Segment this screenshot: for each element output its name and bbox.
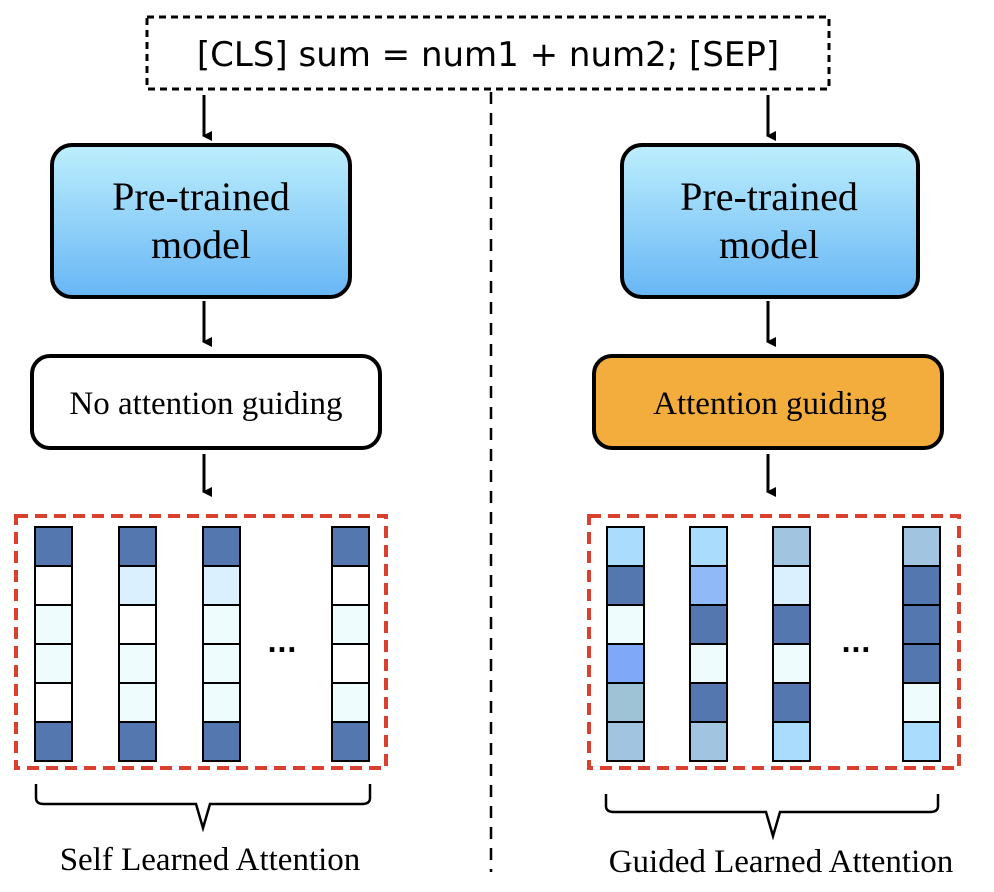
right-attention-cell [902, 643, 941, 684]
left-attention-cell [118, 604, 157, 645]
left-attention-cell [202, 604, 241, 645]
left-model-line2: model [151, 222, 251, 267]
right-attention-cell [772, 643, 811, 684]
left-attention-cells [34, 526, 370, 762]
right-attention-cell [606, 682, 645, 723]
left-step-label: No attention guiding [69, 386, 342, 422]
right-attention-cell [772, 565, 811, 606]
right-model-line1: Pre-trained [680, 174, 858, 219]
left-brace [34, 784, 372, 833]
right-step-label: Attention guiding [653, 386, 887, 422]
left-attention-cell [34, 643, 73, 684]
right-attention-cell [772, 682, 811, 723]
left-attention-cell [331, 721, 370, 762]
right-attention-cell [689, 721, 728, 762]
left-attention-cell [118, 682, 157, 723]
left-attention-cell [331, 565, 370, 606]
left-attention-cell [202, 682, 241, 723]
left-attention-cell [202, 721, 241, 762]
input-sequence-text: [CLS] sum = num1 + num2; [SEP] [197, 35, 779, 75]
left-attention-cell [202, 526, 241, 567]
right-attention-cell [689, 643, 728, 684]
left-attention-cell [118, 565, 157, 606]
left-attention-cell [202, 565, 241, 606]
right-attention-cell [902, 604, 941, 645]
right-attention-cell [902, 565, 941, 606]
left-pretrained-model-box: Pre-trained model [50, 143, 352, 299]
right-attention-cell [606, 526, 645, 567]
right-attention-cell [606, 643, 645, 684]
left-attention-cell [331, 604, 370, 645]
right-attention-cell [902, 682, 941, 723]
right-ellipsis: ... [841, 629, 871, 659]
left-ellipsis: ... [267, 629, 297, 659]
right-attention-cell [606, 721, 645, 762]
left-caption: Self Learned Attention [60, 842, 361, 878]
right-pretrained-model-box: Pre-trained model [620, 143, 920, 299]
right-guiding-box: Attention guiding [592, 354, 944, 450]
left-model-line1: Pre-trained [112, 174, 290, 219]
right-attention-cell [772, 526, 811, 567]
right-attention-cell [772, 604, 811, 645]
right-attention-cell [606, 565, 645, 606]
left-no-guiding-box: No attention guiding [30, 354, 382, 450]
left-attention-cell [202, 643, 241, 684]
right-attention-cell [902, 721, 941, 762]
left-attention-cell [34, 604, 73, 645]
left-attention-matrix-frame [14, 514, 388, 770]
right-attention-cell [606, 604, 645, 645]
right-attention-cell [772, 721, 811, 762]
right-attention-cell [689, 682, 728, 723]
right-brace [604, 794, 940, 841]
left-attention-cell [34, 526, 73, 567]
input-sequence-box: [CLS] sum = num1 + num2; [SEP] [145, 15, 831, 91]
left-attention-cell [118, 526, 157, 567]
right-caption: Guided Learned Attention [609, 844, 954, 880]
right-attention-cell [689, 565, 728, 606]
left-attention-cell [34, 682, 73, 723]
left-attention-cell [118, 721, 157, 762]
right-attention-cells [606, 526, 941, 762]
right-attention-cell [689, 604, 728, 645]
left-attention-cell [331, 526, 370, 567]
left-attention-cell [34, 565, 73, 606]
right-model-line2: model [719, 222, 819, 267]
left-attention-cell [331, 643, 370, 684]
right-attention-matrix-frame [587, 514, 961, 770]
right-attention-cell [689, 526, 728, 567]
left-attention-cell [331, 682, 370, 723]
left-attention-cell [118, 643, 157, 684]
left-attention-cell [34, 721, 73, 762]
right-attention-cell [902, 526, 941, 567]
